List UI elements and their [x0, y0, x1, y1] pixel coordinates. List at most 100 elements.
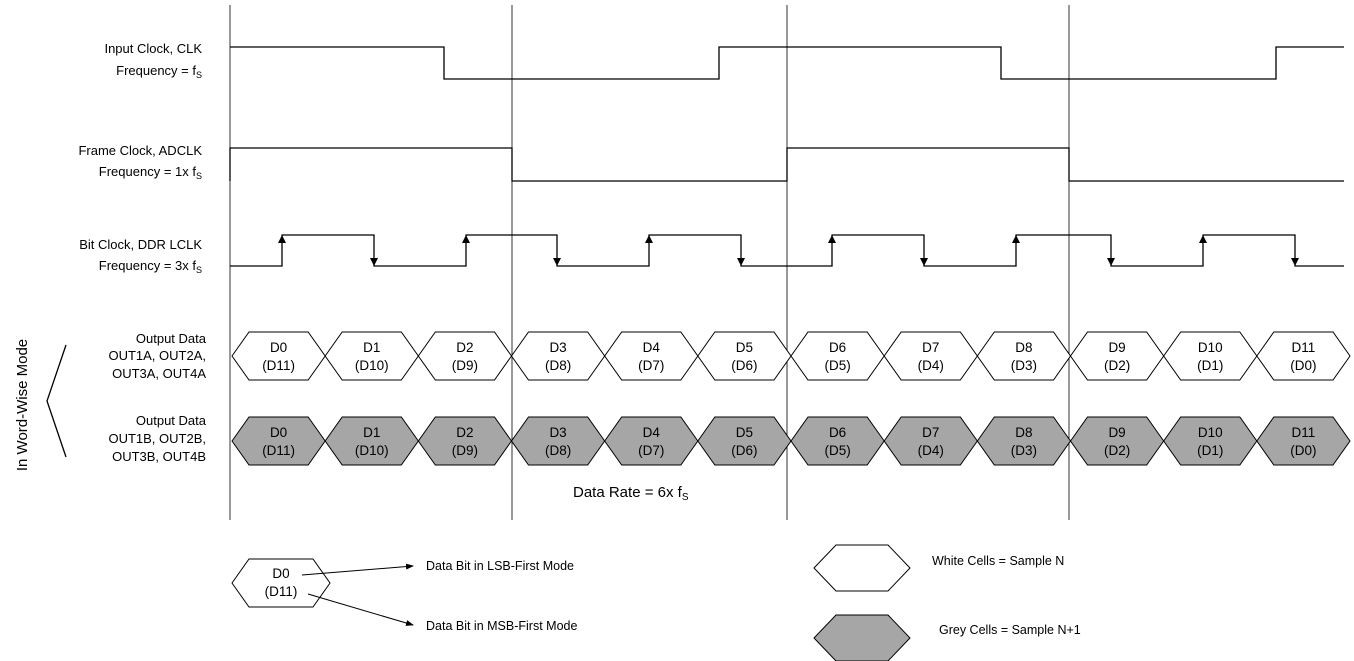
- rising-edge-arrow: [462, 235, 470, 243]
- input-clock-label: Input Clock, CLK Frequency = fS: [104, 41, 202, 80]
- bit-clock-waveform: [230, 234, 1344, 267]
- cell-alt-bit-label: (D6): [731, 443, 757, 458]
- cell-bit-label: D7: [922, 425, 939, 440]
- data-cell: [1256, 416, 1351, 466]
- rising-edge-arrow: [278, 235, 286, 243]
- cell-bit-label: D9: [1108, 425, 1125, 440]
- cell-alt-bit-label: (D10): [355, 443, 389, 458]
- legend-example-top: D0: [272, 566, 289, 581]
- output-b-line3: OUT3B, OUT4B: [112, 449, 206, 464]
- cell-bit-label: D10: [1198, 340, 1223, 355]
- grey-cells-label: Grey Cells = Sample N+1: [939, 623, 1081, 637]
- cell-alt-bit-label: (D0): [1290, 443, 1316, 458]
- cell-bit-label: D3: [549, 425, 566, 440]
- cell-bit-label: D11: [1292, 340, 1316, 355]
- grey-cell-swatch: [813, 614, 911, 661]
- cell-bit-label: D1: [363, 340, 380, 355]
- data-rate-label: Data Rate = 6x fS: [573, 484, 689, 503]
- falling-edge-arrow: [920, 258, 928, 266]
- output-a-data-cells: D0 (D11) D1 (D10) D2 (D9) D3 (D8) D4 (D7) D5 (D6) D6…: [231, 331, 1351, 381]
- cell-alt-bit-label: (D5): [824, 443, 850, 458]
- input-clock-waveform: [230, 46, 1344, 80]
- cell-alt-bit-label: (D9): [452, 443, 478, 458]
- cell-bit-label: D1: [363, 425, 380, 440]
- cell-alt-bit-label: (D8): [545, 443, 571, 458]
- cell-alt-bit-label: (D11): [262, 443, 295, 458]
- rising-edge-arrow: [1012, 235, 1020, 243]
- cell-alt-bit-label: (D8): [545, 358, 571, 373]
- output-b-data-cells: D0 (D11) D1 (D10) D2 (D9) D3 (D8) D4 (D7) D5 (D6) D6…: [231, 416, 1351, 466]
- cell-bit-label: D0: [270, 340, 287, 355]
- cell-bit-label: D0: [270, 425, 287, 440]
- legend-example: D0 (D11) Data Bit in LSB-First Mode Data…: [231, 558, 577, 633]
- cell-bit-label: D3: [549, 340, 566, 355]
- cell-alt-bit-label: (D4): [918, 358, 944, 373]
- cell-alt-bit-label: (D11): [262, 358, 295, 373]
- output-a-line3: OUT3A, OUT4A: [112, 366, 206, 381]
- white-cell-swatch: [813, 544, 911, 592]
- input-clock-name: Input Clock, CLK: [104, 41, 202, 56]
- cell-bit-label: D7: [922, 340, 939, 355]
- input-clock-frequency: Frequency = fS: [116, 63, 202, 80]
- output-a-label: Output Data OUT1A, OUT2A, OUT3A, OUT4A: [108, 331, 206, 381]
- rising-edge-arrow: [645, 235, 653, 243]
- falling-edge-arrow: [1291, 258, 1299, 266]
- legend-example-bottom: (D11): [265, 584, 298, 599]
- cell-alt-bit-label: (D1): [1197, 358, 1223, 373]
- cell-bit-label: D6: [829, 340, 846, 355]
- cell-bit-label: D9: [1108, 340, 1125, 355]
- cycle-boundaries: [229, 5, 1070, 520]
- cell-bit-label: D5: [736, 340, 753, 355]
- output-b-line2: OUT1B, OUT2B,: [108, 431, 206, 446]
- cell-bit-label: D4: [643, 425, 661, 440]
- falling-edge-arrow: [553, 258, 561, 266]
- data-cell: [1256, 331, 1351, 381]
- output-a-line2: OUT1A, OUT2A,: [108, 348, 206, 363]
- cell-alt-bit-label: (D2): [1104, 358, 1130, 373]
- legend-swatches: White Cells = Sample N Grey Cells = Samp…: [813, 544, 1081, 661]
- output-b-label: Output Data OUT1B, OUT2B, OUT3B, OUT4B: [108, 413, 206, 464]
- bit-clock-line: [230, 234, 1344, 267]
- lsb-first-label: Data Bit in LSB-First Mode: [426, 559, 574, 573]
- cell-alt-bit-label: (D7): [638, 358, 664, 373]
- bit-clock-frequency: Frequency = 3x fS: [99, 258, 202, 275]
- cell-bit-label: D2: [456, 340, 473, 355]
- word-wise-mode-label: In Word-Wise Mode: [14, 339, 31, 471]
- cell-bit-label: D2: [456, 425, 473, 440]
- cell-bit-label: D10: [1198, 425, 1223, 440]
- cell-alt-bit-label: (D4): [918, 443, 944, 458]
- word-wise-bracket: [46, 344, 67, 458]
- cell-alt-bit-label: (D9): [452, 358, 478, 373]
- cell-alt-bit-label: (D1): [1197, 443, 1223, 458]
- cell-alt-bit-label: (D3): [1011, 358, 1037, 373]
- falling-edge-arrow: [370, 258, 378, 266]
- frame-clock-waveform: [229, 147, 1344, 182]
- cell-alt-bit-label: (D10): [355, 358, 389, 373]
- cell-bit-label: D4: [643, 340, 661, 355]
- white-cells-label: White Cells = Sample N: [932, 554, 1064, 568]
- frame-clock-label: Frame Clock, ADCLK Frequency = 1x fS: [78, 143, 202, 181]
- cell-bit-label: D6: [829, 425, 846, 440]
- bit-clock-label: Bit Clock, DDR LCLK Frequency = 3x fS: [79, 237, 202, 275]
- output-b-line1: Output Data: [136, 413, 207, 428]
- falling-edge-arrow: [737, 258, 745, 266]
- cell-bit-label: D11: [1292, 425, 1316, 440]
- msb-first-label: Data Bit in MSB-First Mode: [426, 619, 577, 633]
- output-a-line1: Output Data: [136, 331, 207, 346]
- cell-alt-bit-label: (D3): [1011, 443, 1037, 458]
- frame-clock-name: Frame Clock, ADCLK: [78, 143, 202, 158]
- lsb-arrow: [301, 563, 414, 576]
- cell-bit-label: D5: [736, 425, 753, 440]
- cell-alt-bit-label: (D2): [1104, 443, 1130, 458]
- legend-example-cell: [231, 558, 331, 608]
- rising-edge-arrow: [828, 235, 836, 243]
- cell-bit-label: D8: [1015, 340, 1032, 355]
- cell-alt-bit-label: (D5): [824, 358, 850, 373]
- cell-alt-bit-label: (D7): [638, 443, 664, 458]
- msb-arrow: [307, 593, 414, 626]
- bit-clock-name: Bit Clock, DDR LCLK: [79, 237, 202, 252]
- frame-clock-frequency: Frequency = 1x fS: [99, 164, 202, 181]
- cell-alt-bit-label: (D6): [731, 358, 757, 373]
- cell-alt-bit-label: (D0): [1290, 358, 1316, 373]
